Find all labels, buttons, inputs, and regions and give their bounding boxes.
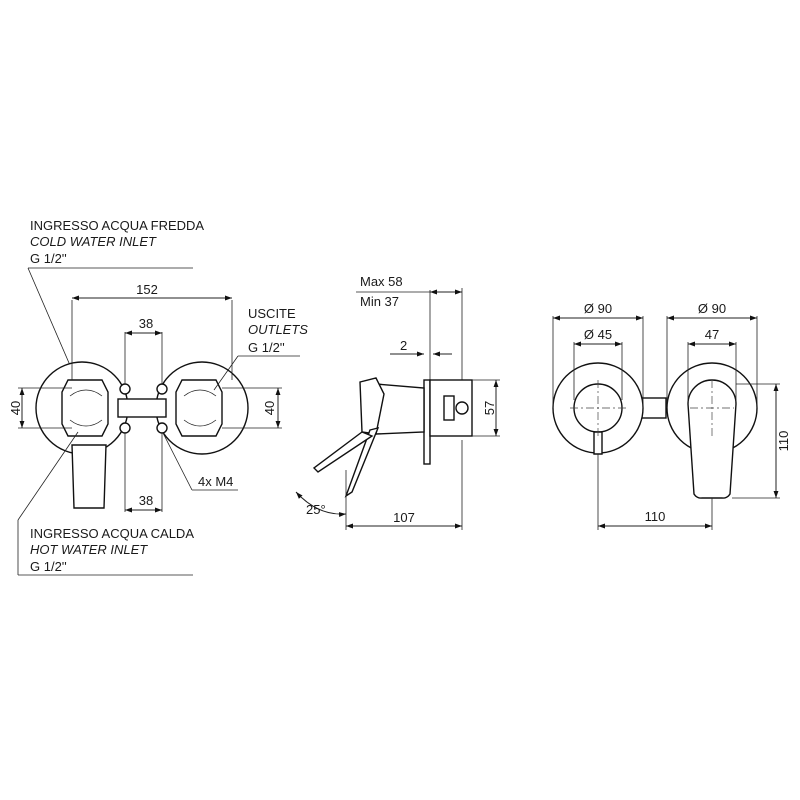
outlets-label-it: USCITE [248,306,296,321]
screw-top-left [119,383,131,395]
knob-side [359,377,385,435]
dim-38-bottom-text: 38 [139,493,153,508]
dim-38-top-text: 38 [139,316,153,331]
cold-inlet-label-it: INGRESSO ACQUA FREDDA [30,218,204,233]
lever-tilted [312,431,374,473]
outlets-thread: G 1/2'' [248,340,285,355]
dim-47-text: 47 [705,327,719,342]
hot-inlet-thread: G 1/2'' [30,559,67,574]
screw-bottom-left [119,422,131,434]
outlets-label-en: OUTLETS [248,322,308,337]
cold-inlet-label-en: COLD WATER INLET [30,234,157,249]
height-57-text: 57 [482,401,497,415]
side-view: Max 58 Min 37 2 57 107 [295,274,500,530]
screws-leader [162,432,193,491]
lever-angle-text: 25° [306,502,326,517]
depth-max-text: Max 58 [360,274,403,289]
dim-110-c-text: 110 [645,509,666,524]
wall-plate-side [423,379,431,465]
screw-top-right [156,383,168,395]
screw-bottom-right [156,422,168,434]
trim-view: Ø 90 Ø 90 Ø 45 47 110 110 [552,301,791,530]
trim-connecting-bar [639,397,667,419]
screws-label: 4x M4 [198,474,233,489]
dim-40-left-text: 40 [8,401,23,415]
left-trim-lever [593,431,603,455]
dim-d45-text: Ø 45 [584,327,612,342]
rough-in-valve-side [455,401,469,415]
total-depth-text: 107 [393,510,415,525]
hot-inlet-label-it: INGRESSO ACQUA CALDA [30,526,194,541]
connecting-pipe [117,398,167,418]
hot-inlet-pipe [71,444,107,509]
dim-110-h-text: 110 [776,431,791,452]
left-valve-detail [69,389,103,427]
dim-d90-right-text: Ø 90 [698,301,726,316]
dim-152-text: 152 [136,282,158,297]
outlets-leader [213,355,239,391]
lever-angle-arc [295,491,347,517]
rough-in-port-side [443,395,455,421]
hot-inlet-leader [17,431,79,521]
lever-side [344,426,380,498]
right-valve-detail [183,389,217,427]
cold-inlet-thread: G 1/2'' [30,251,67,266]
dim-40-right-text: 40 [262,401,277,415]
hot-inlet-label-en: HOT WATER INLET [30,542,148,557]
dim-d90-left-text: Ø 90 [584,301,612,316]
depth-min-text: Min 37 [360,294,399,309]
plate-thickness-text: 2 [400,338,407,353]
front-view: INGRESSO ACQUA FREDDA COLD WATER INLET G… [8,218,308,576]
